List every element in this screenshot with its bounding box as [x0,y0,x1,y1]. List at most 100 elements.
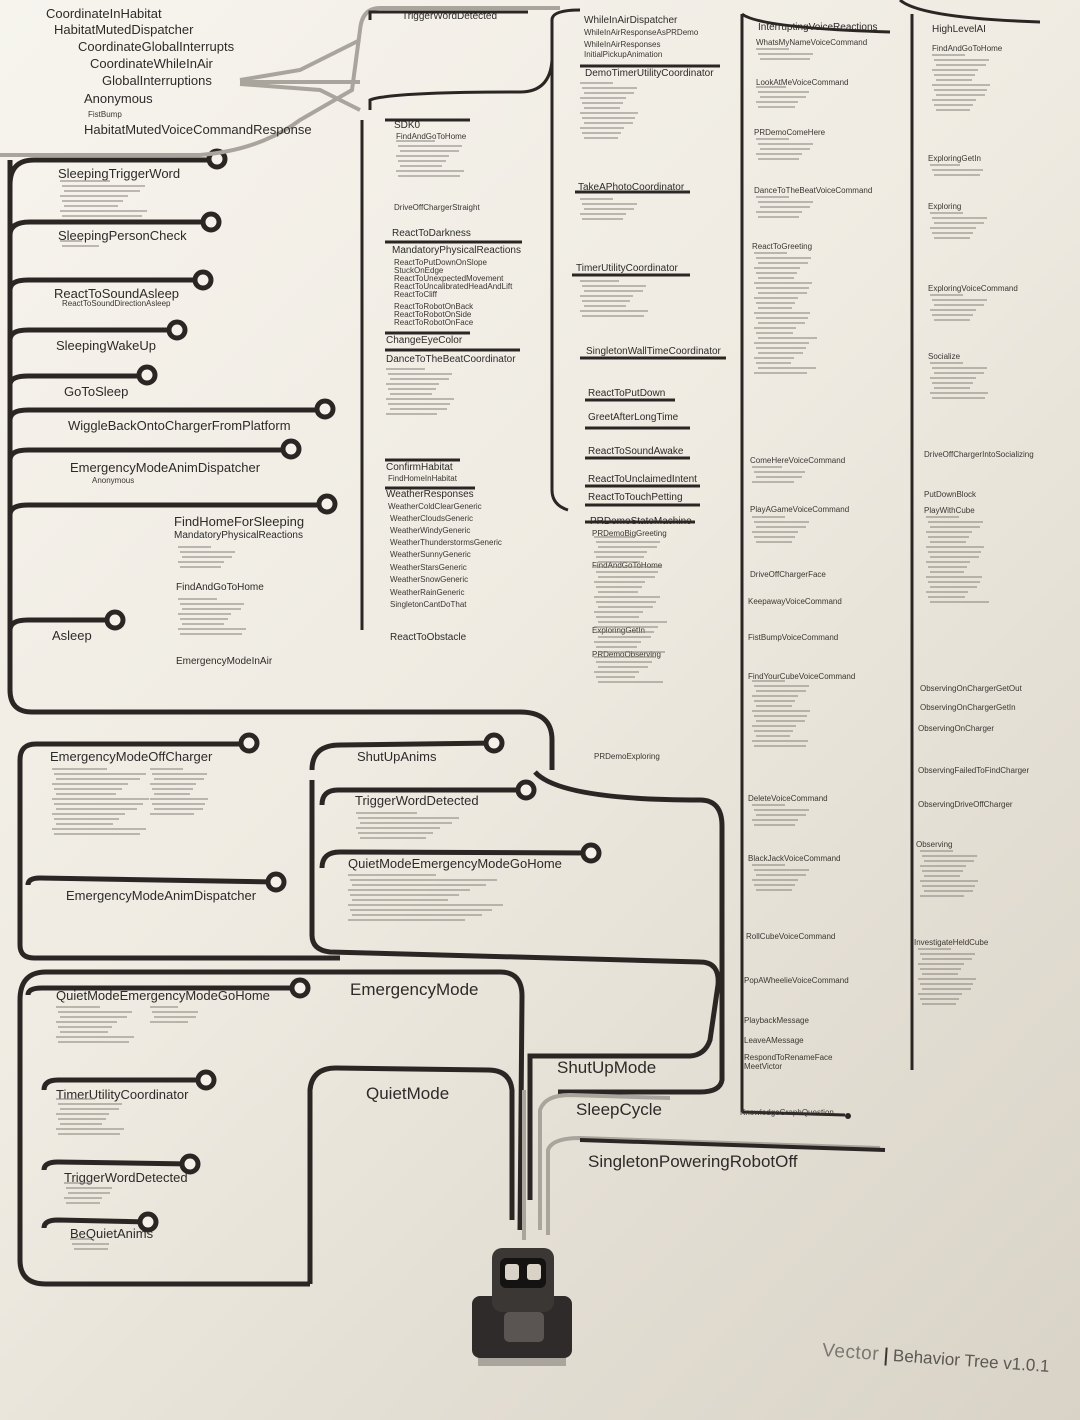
tiny-text-line [582,218,623,220]
tiny-text-line [754,327,796,329]
quiet-box-timer [41,1077,206,1091]
tiny-text-line [920,998,959,1000]
col2-mandatory-physical-reactions: MandatoryPhysicalReactions [392,245,521,256]
tiny-text-line [54,803,143,805]
tiny-text-line [756,332,794,334]
tiny-text-line [930,601,990,603]
tiny-text-line [350,909,493,911]
tiny-text-line [64,190,140,192]
powering-off-wire-dark [579,1138,886,1152]
tiny-text-line [930,362,963,364]
branch-wire-sleeping-person [7,219,210,236]
col3-timer-utility: TimerUtilityCoordinator [576,263,678,274]
left-trunk-wire [7,160,555,770]
tiny-text-line [596,631,655,633]
tiny-text-line [352,884,487,886]
tiny-text-line [924,890,973,892]
tiny-text-line [930,164,961,166]
col2-weather-thunderstorms: WeatherThunderstormsGeneric [390,538,502,547]
col4-playback-message: PlaybackMessage [744,1016,809,1025]
tiny-text-line [580,295,634,297]
branch-sublabel-anonymous: Anonymous [92,476,135,485]
col4-fist-bump-voice: FistBumpVoiceCommand [748,633,839,642]
tiny-text-line [930,526,981,528]
column-three-spine [550,60,569,512]
tiny-text-line [932,397,986,399]
tiny-text-line [52,798,149,800]
tiny-text-line [596,571,659,573]
tiny-text-line [936,94,985,96]
tiny-text-line [60,1123,102,1125]
tiny-text-line [756,720,805,722]
tiny-text-line [930,541,966,543]
terminal-dot [515,779,537,801]
col2-weather-windy: WeatherWindyGeneric [390,526,471,535]
col3-initial-pickup: InitialPickupAnimation [584,50,663,59]
branch-label-sleeping-wake-up: SleepingWakeUp [56,338,156,353]
tiny-text-line [580,280,619,282]
tiny-text-line [760,96,807,98]
tiny-text-line [182,556,233,558]
col5-observing-failed-find-charger: ObservingFailedToFindCharger [918,766,1030,775]
tiny-text-line [758,277,794,279]
col2-weather-sunny: WeatherSunnyGeneric [390,550,471,559]
tiny-text-line [920,850,953,852]
tiny-text-line [754,282,813,284]
column-four-tail [741,1110,846,1117]
footer-separator [884,1346,888,1366]
terminal-dot [192,269,214,291]
tiny-text-line [180,603,245,605]
tiny-text-line [598,591,638,593]
tiny-text-line [926,561,970,563]
tiny-text-line [582,117,636,119]
tiny-text-line [756,272,797,274]
tiny-text-line [390,408,447,410]
tiny-text-line [934,222,985,224]
tiny-text-line [756,735,791,737]
tiny-text-line [756,476,803,478]
tiny-text-line [52,813,125,815]
tiny-text-line [934,59,990,61]
tiny-text-line [56,1098,95,1100]
tiny-text-line [596,586,642,588]
tiny-text-line [758,91,809,93]
tiny-text-line [584,137,619,139]
emergency-box-inner [25,875,277,886]
col3-prdemo-state-machine: PRDemoStateMachine [590,516,692,527]
tiny-text-line [758,337,818,339]
tiny-text-line [596,676,636,678]
col3-singleton-wall-time: SingletonWallTimeCoordinator [586,346,721,357]
tiny-text-line [386,398,454,400]
tiny-text-line [180,551,236,553]
col4-meet-victor: MeetVictor [744,1062,783,1071]
tiny-text-line [758,322,805,324]
tiny-text-line [66,1187,112,1189]
shut-up-anims: ShutUpAnims [357,749,437,764]
tiny-text-line [598,546,657,548]
tiny-text-line [754,471,805,473]
col5-exploring-get-in: ExploringGetIn [928,154,981,163]
tiny-text-line [756,101,798,103]
tiny-text-line [180,566,221,568]
col2-unexpected-movement: ReactToUnexpectedMovement [394,274,504,283]
col2-weather-responses: WeatherResponses [386,489,474,500]
tiny-text-line [752,864,785,866]
col3-prdemo-exploring: PRDemoExploring [594,752,660,761]
col4-find-your-cube-voice: FindYourCubeVoiceCommand [748,672,856,681]
col5-find-and-go-to-home: FindAndGoToHome [932,44,1003,53]
tiny-text-line [580,127,624,129]
tiny-text-line [934,237,970,239]
tiny-text-line [54,818,119,820]
tree-node-coordinate-while-in-air: CoordinateWhileInAir [90,56,213,71]
terminal-dot [104,609,126,631]
tiny-text-line [932,99,976,101]
tiny-text-line [580,213,626,215]
tiny-text-line [752,695,798,697]
global-interrupt-fan [239,82,361,112]
tiny-text-line [758,307,793,309]
tiny-text-line [926,591,968,593]
branch-label-sleeping-trigger-word: SleepingTriggerWord [58,166,181,181]
tiny-text-line [756,874,807,876]
col4-come-here-voice: ComeHereVoiceCommand [750,456,846,465]
be-quiet-anims: BeQuietAnims [70,1226,154,1241]
